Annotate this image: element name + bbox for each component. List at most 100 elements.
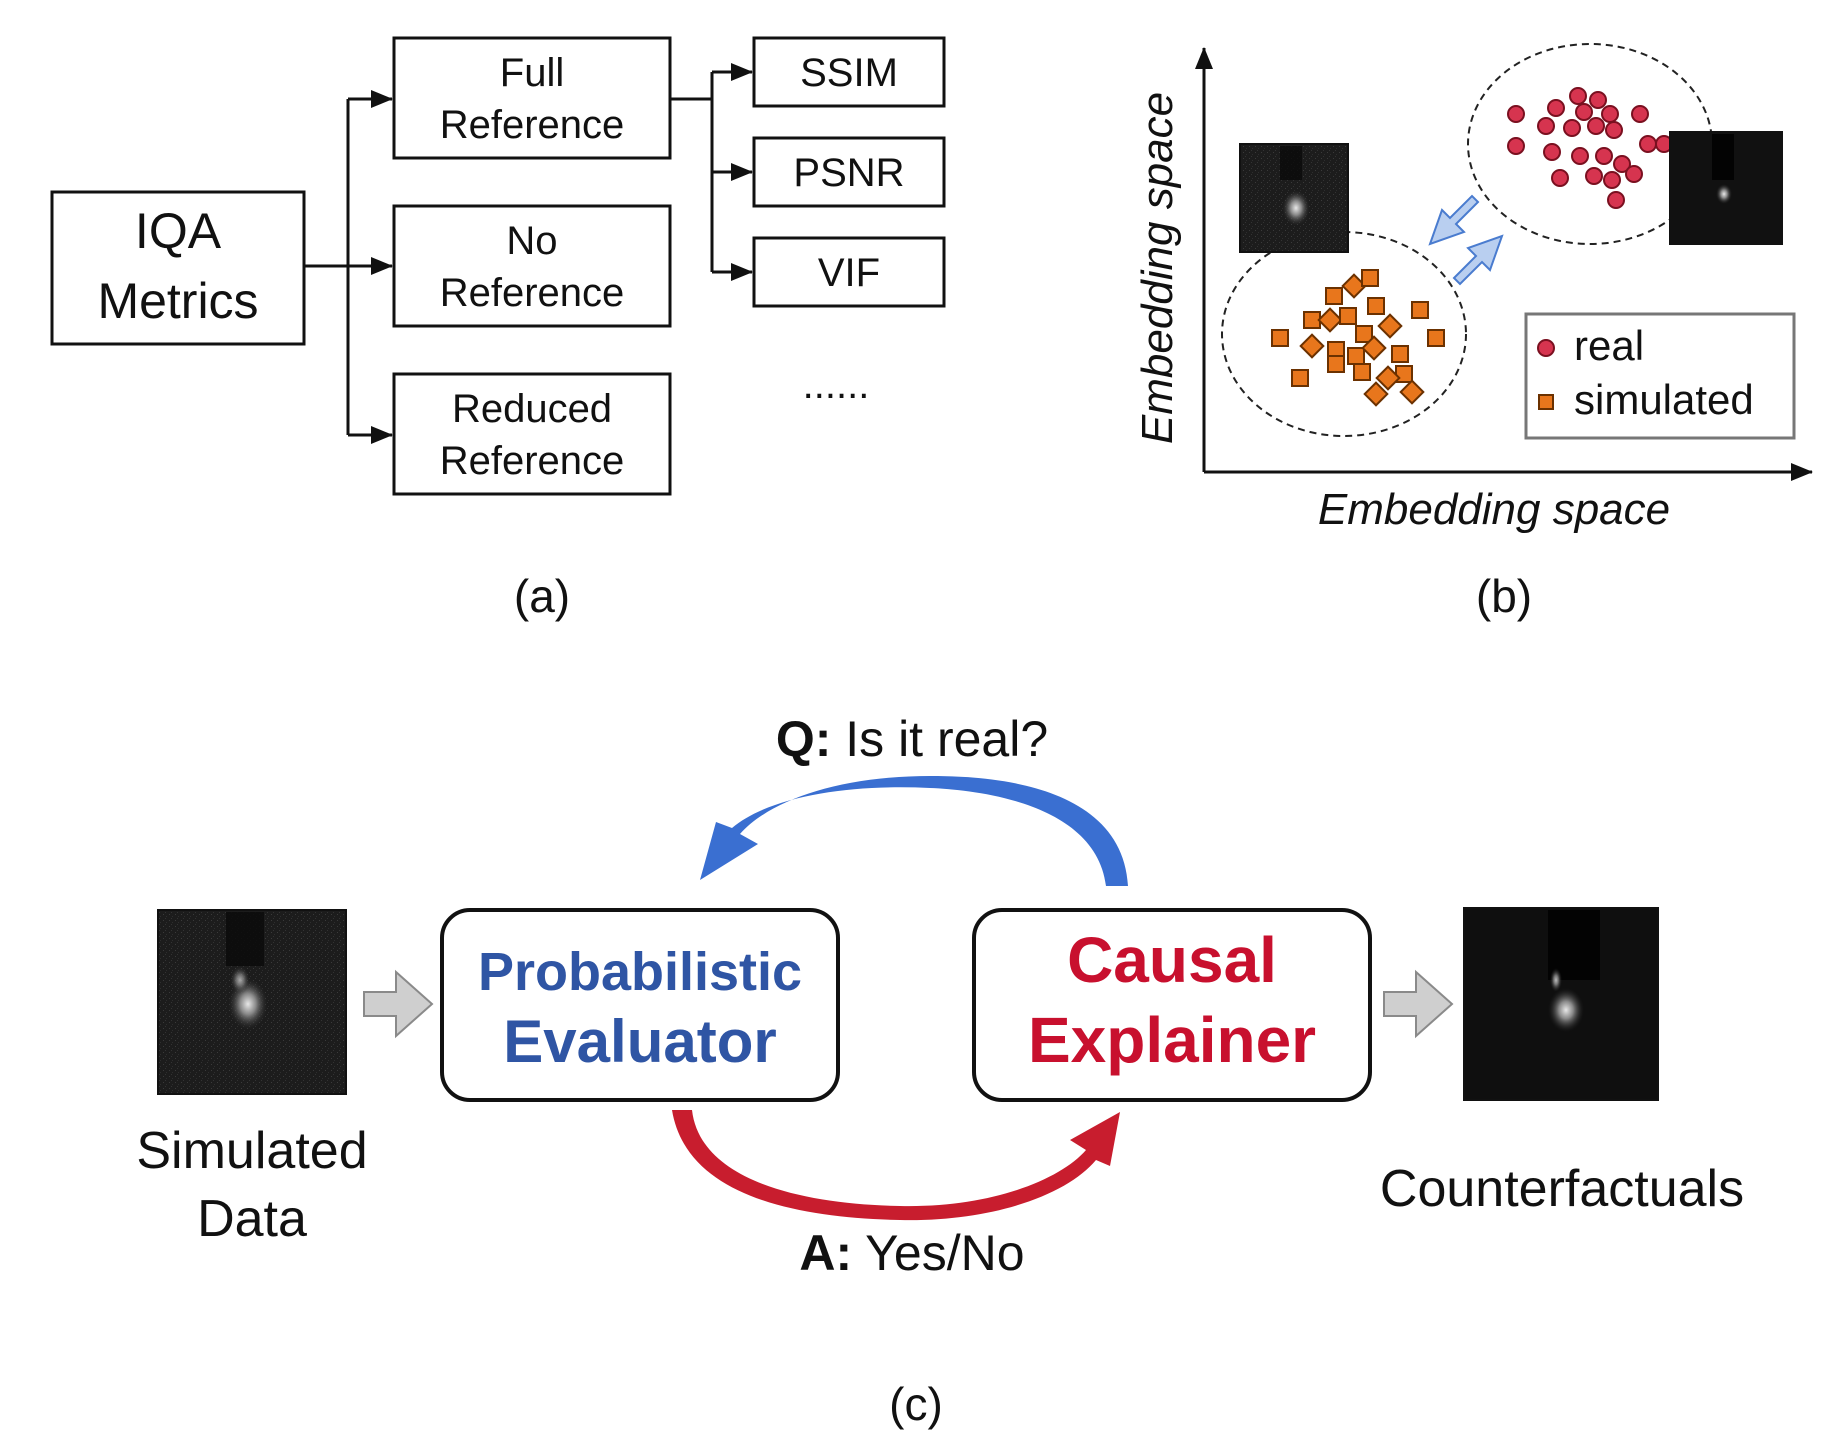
panel-b: Embedding space Embedding space real (1133, 43, 1813, 622)
simulated-point (1411, 301, 1429, 319)
real-point (1603, 171, 1621, 189)
real-point (1563, 119, 1581, 137)
simulated-data-image (157, 909, 347, 1095)
simulated-point (1327, 355, 1345, 373)
metric-connectors (670, 63, 753, 281)
probabilistic-evaluator-box: Probabilistic Evaluator (440, 908, 840, 1102)
answer-arrow (672, 1110, 1120, 1221)
iqa-metrics-line2: Metrics (97, 273, 258, 329)
caption-c: (c) (889, 1378, 943, 1430)
simulated-point (1399, 379, 1425, 405)
real-point (1585, 167, 1603, 185)
question-body: Is it real? (831, 711, 1048, 767)
metrics-ellipsis: ...... (803, 363, 870, 407)
answer-prefix: A: (799, 1225, 852, 1281)
input-label-line2: Data (197, 1190, 307, 1248)
answer-text: A: Yes/No (799, 1225, 1024, 1281)
simulated-point (1353, 363, 1371, 381)
evaluator-line1: Probabilistic (478, 942, 802, 1002)
simulated-point (1361, 269, 1379, 287)
arrow-to-real (1452, 234, 1504, 286)
legend: real simulated (1524, 312, 1796, 440)
arrow-to-simulated (1428, 194, 1480, 246)
caption-b: (b) (1476, 570, 1532, 622)
real-point (1575, 103, 1593, 121)
simulated-point (1347, 347, 1365, 365)
causal-explainer-box: Causal Explainer (972, 908, 1372, 1102)
real-point (1601, 105, 1619, 123)
simulated-point (1339, 307, 1357, 325)
full-reference-line2: Reference (440, 103, 625, 147)
full-reference-box: Full Reference (392, 36, 672, 160)
legend-simulated-marker (1538, 394, 1554, 410)
real-point (1607, 191, 1625, 209)
ssim-box: SSIM (752, 36, 946, 108)
real-point (1587, 117, 1605, 135)
psnr-box: PSNR (752, 136, 946, 208)
no-reference-line2: Reference (440, 271, 625, 315)
psnr-label: PSNR (793, 151, 904, 195)
simulated-point (1299, 333, 1325, 359)
vif-box: VIF (752, 236, 946, 308)
reduced-reference-line2: Reference (440, 439, 625, 483)
question-prefix: Q: (776, 711, 832, 767)
ssim-label: SSIM (800, 51, 898, 95)
explainer-line2: Explainer (1028, 1004, 1316, 1076)
iqa-metrics-box: IQA Metrics (50, 190, 306, 346)
real-point (1595, 147, 1613, 165)
evaluator-line2: Evaluator (503, 1008, 776, 1075)
real-point (1547, 99, 1565, 117)
panel-c: Q: Is it real? Probabilistic Evaluator C… (136, 711, 1744, 1430)
real-point (1625, 165, 1643, 183)
reduced-reference-box: Reduced Reference (392, 372, 672, 496)
answer-body: Yes/No (852, 1225, 1024, 1281)
simulated-point (1427, 329, 1445, 347)
output-label: Counterfactuals (1380, 1160, 1744, 1218)
simulated-point (1363, 381, 1389, 407)
full-reference-line1: Full (500, 51, 564, 95)
real-point (1639, 135, 1657, 153)
real-points (1507, 87, 1673, 209)
iqa-metrics-line1: IQA (135, 203, 222, 259)
y-axis-label: Embedding space (1133, 92, 1182, 444)
real-point (1569, 87, 1587, 105)
simulated-point (1391, 345, 1409, 363)
real-point (1507, 137, 1525, 155)
reduced-reference-line1: Reduced (452, 387, 612, 431)
simulated-point (1291, 369, 1309, 387)
real-point (1507, 105, 1525, 123)
simulated-point (1271, 329, 1289, 347)
simulated-point (1325, 287, 1343, 305)
counterfactual-image (1463, 907, 1659, 1101)
real-point (1631, 105, 1649, 123)
question-text: Q: Is it real? (776, 711, 1048, 767)
simulated-thumbnail (1239, 143, 1349, 253)
legend-real-marker (1537, 339, 1555, 357)
legend-real-label: real (1574, 322, 1644, 369)
root-connectors (304, 90, 393, 444)
no-reference-box: No Reference (392, 204, 672, 328)
legend-simulated-label: simulated (1574, 376, 1754, 423)
cluster-transfer-arrows (1428, 194, 1504, 286)
simulated-point (1355, 325, 1373, 343)
real-point (1605, 121, 1623, 139)
simulated-points (1271, 269, 1445, 407)
explainer-line1: Causal (1067, 924, 1277, 996)
input-arrow (363, 969, 434, 1039)
simulated-point (1317, 307, 1343, 333)
real-point (1537, 117, 1555, 135)
simulated-point (1341, 273, 1367, 299)
real-point (1613, 155, 1631, 173)
real-point (1571, 147, 1589, 165)
caption-a: (a) (514, 570, 570, 622)
x-axis-label: Embedding space (1318, 485, 1670, 534)
real-point (1551, 169, 1569, 187)
question-arrow (700, 776, 1128, 886)
simulated-point (1367, 297, 1385, 315)
real-point (1589, 91, 1607, 109)
real-thumbnail (1669, 131, 1783, 245)
input-label-line1: Simulated (136, 1122, 367, 1180)
simulated-point (1375, 365, 1401, 391)
vif-label: VIF (818, 251, 880, 295)
